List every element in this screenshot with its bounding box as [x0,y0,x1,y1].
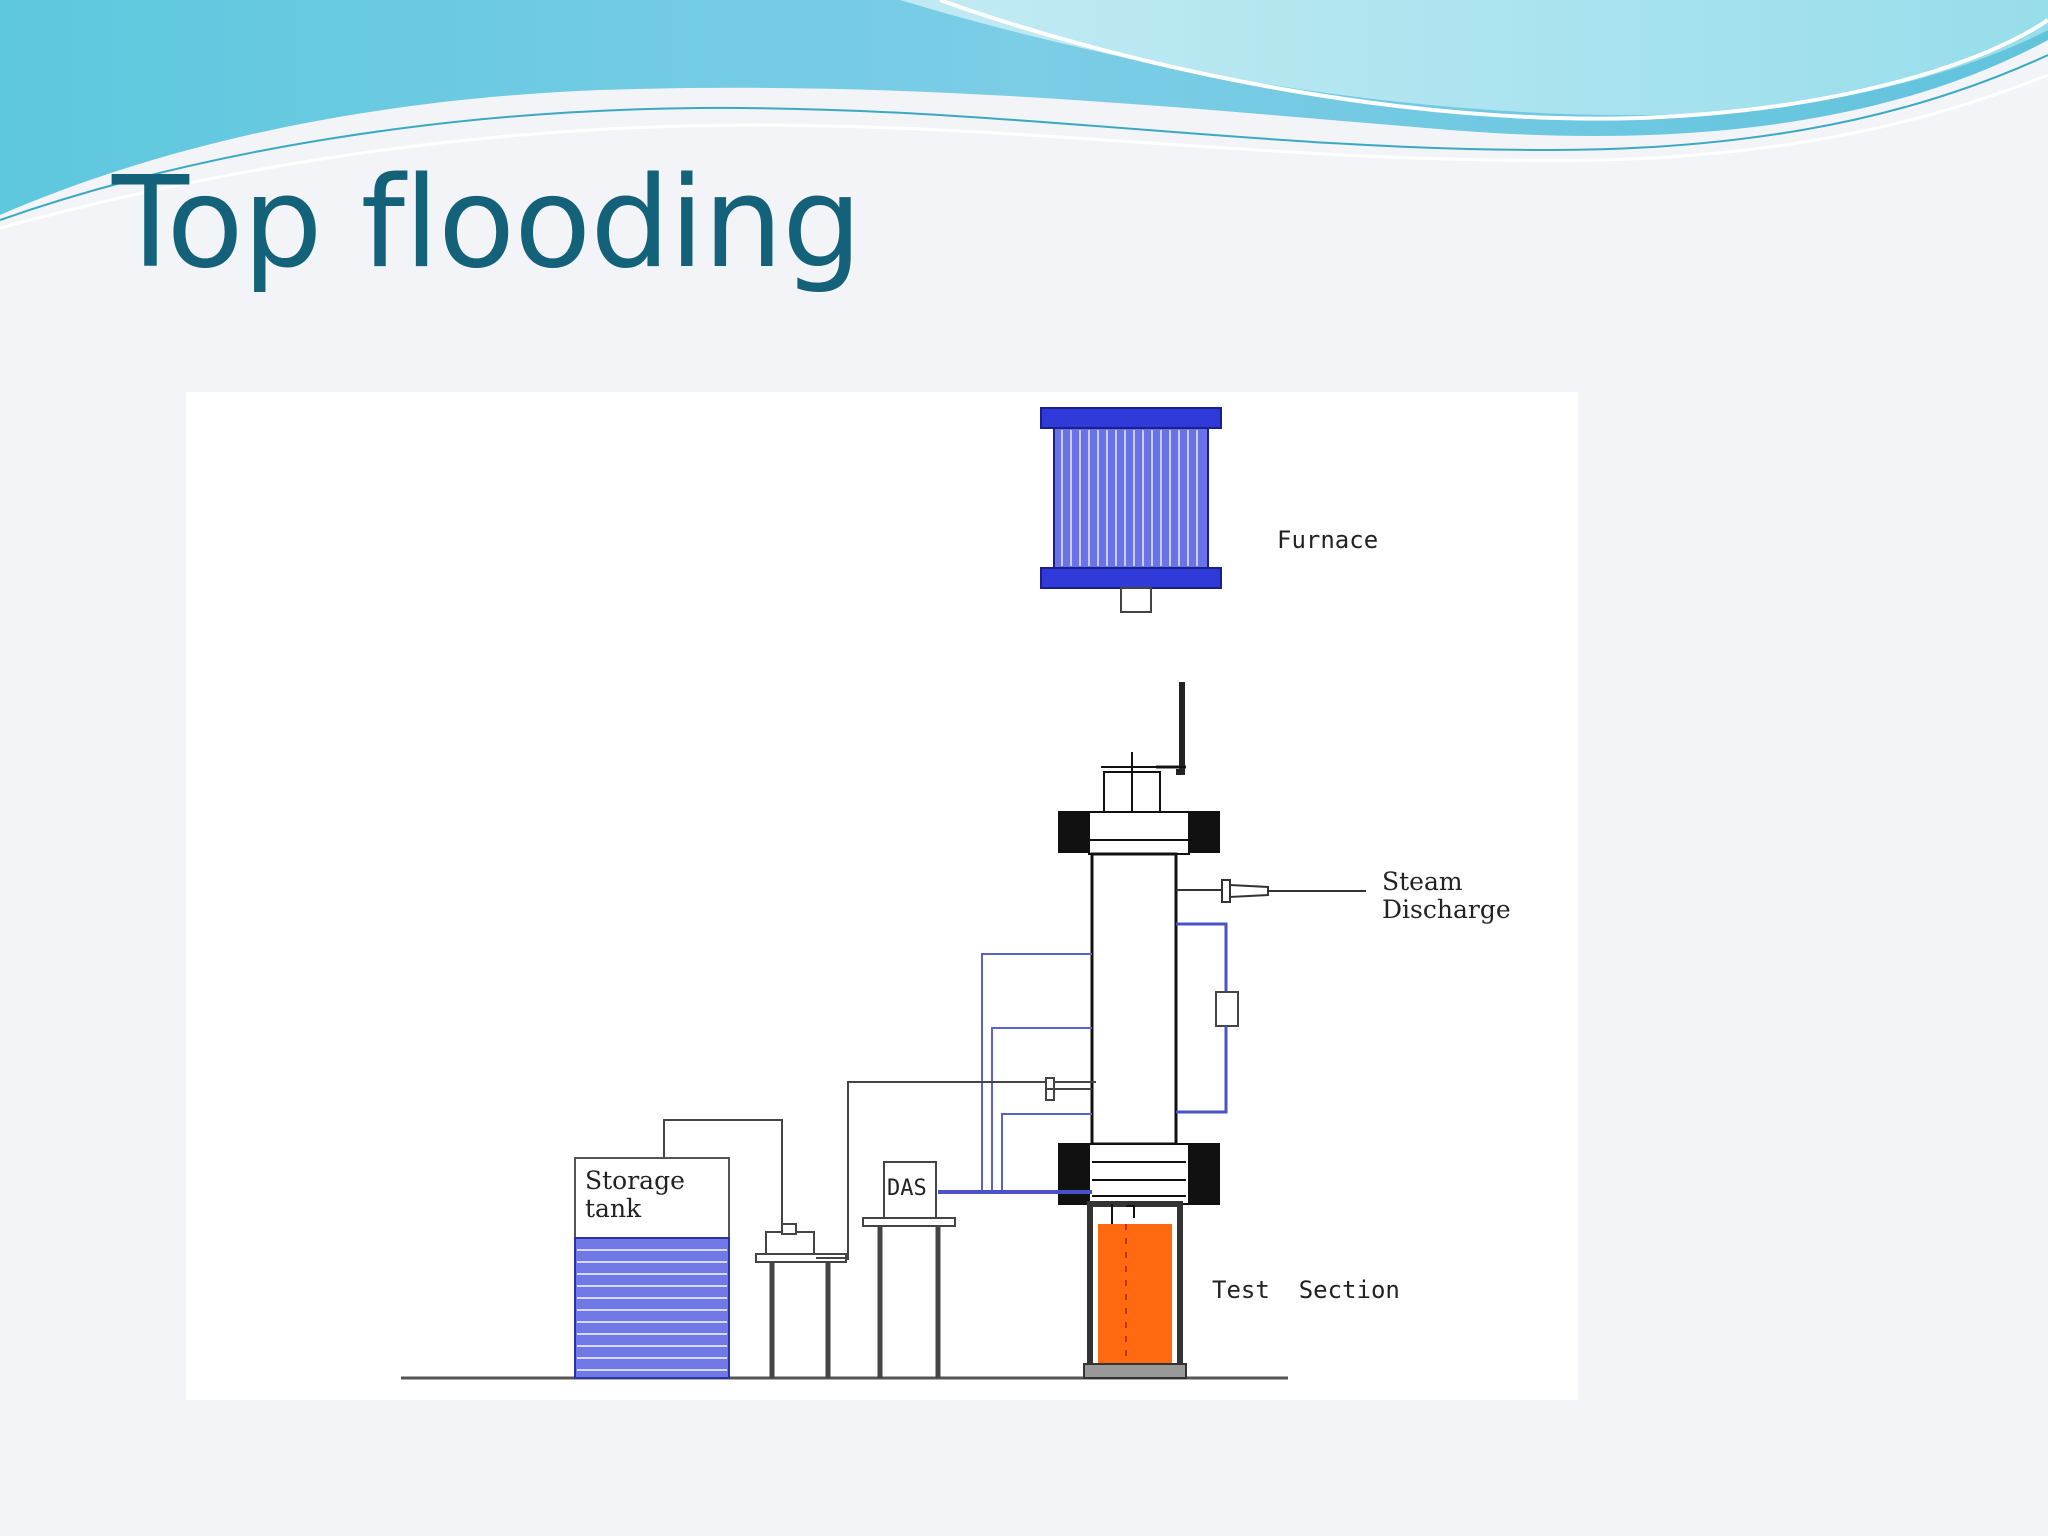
apparatus-drawing [401,407,1366,1380]
signal-cable [847,1077,1096,1260]
label-storage-tank-2: tank [585,1194,642,1223]
storage-tank [574,1157,730,1379]
furnace-nozzle [1120,587,1152,613]
label-storage-tank-1: Storage [585,1166,685,1195]
label-das: DAS [887,1176,927,1201]
test-section-base [1083,1363,1187,1379]
lower-flange-left-bolt [1058,1143,1090,1205]
upper-flange-right-bolt [1188,811,1220,853]
steam-discharge-line [1176,879,1366,903]
das-table-top [862,1217,956,1227]
furnace-bottom-plate [1040,567,1222,589]
label-furnace: Furnace [1277,526,1379,554]
test-column [1058,682,1220,1379]
wave-banner [0,0,2048,230]
pump-station [663,1119,848,1378]
top-flooding-diagram: Furnace Steam Discharge Storage tank DAS… [186,392,1578,1400]
pump [765,1231,815,1255]
furnace-body [1053,427,1209,569]
das-wiring [938,953,1092,1194]
level-gauge [1176,922,1239,1114]
upper-flange-left-bolt [1058,811,1090,853]
das-station [862,1161,956,1378]
heated-test-section [1098,1224,1172,1364]
label-test-section: Test Section [1212,1276,1400,1304]
furnace-unit [1040,407,1222,613]
label-steam-discharge-1: Steam [1382,867,1463,896]
das-box [883,1161,937,1219]
lower-flange-right-bolt [1188,1143,1220,1205]
slide-title: Top flooding [112,149,862,296]
furnace-top-plate [1040,407,1222,429]
column-tube [1090,852,1178,1146]
label-steam-discharge-2: Discharge [1382,895,1511,924]
